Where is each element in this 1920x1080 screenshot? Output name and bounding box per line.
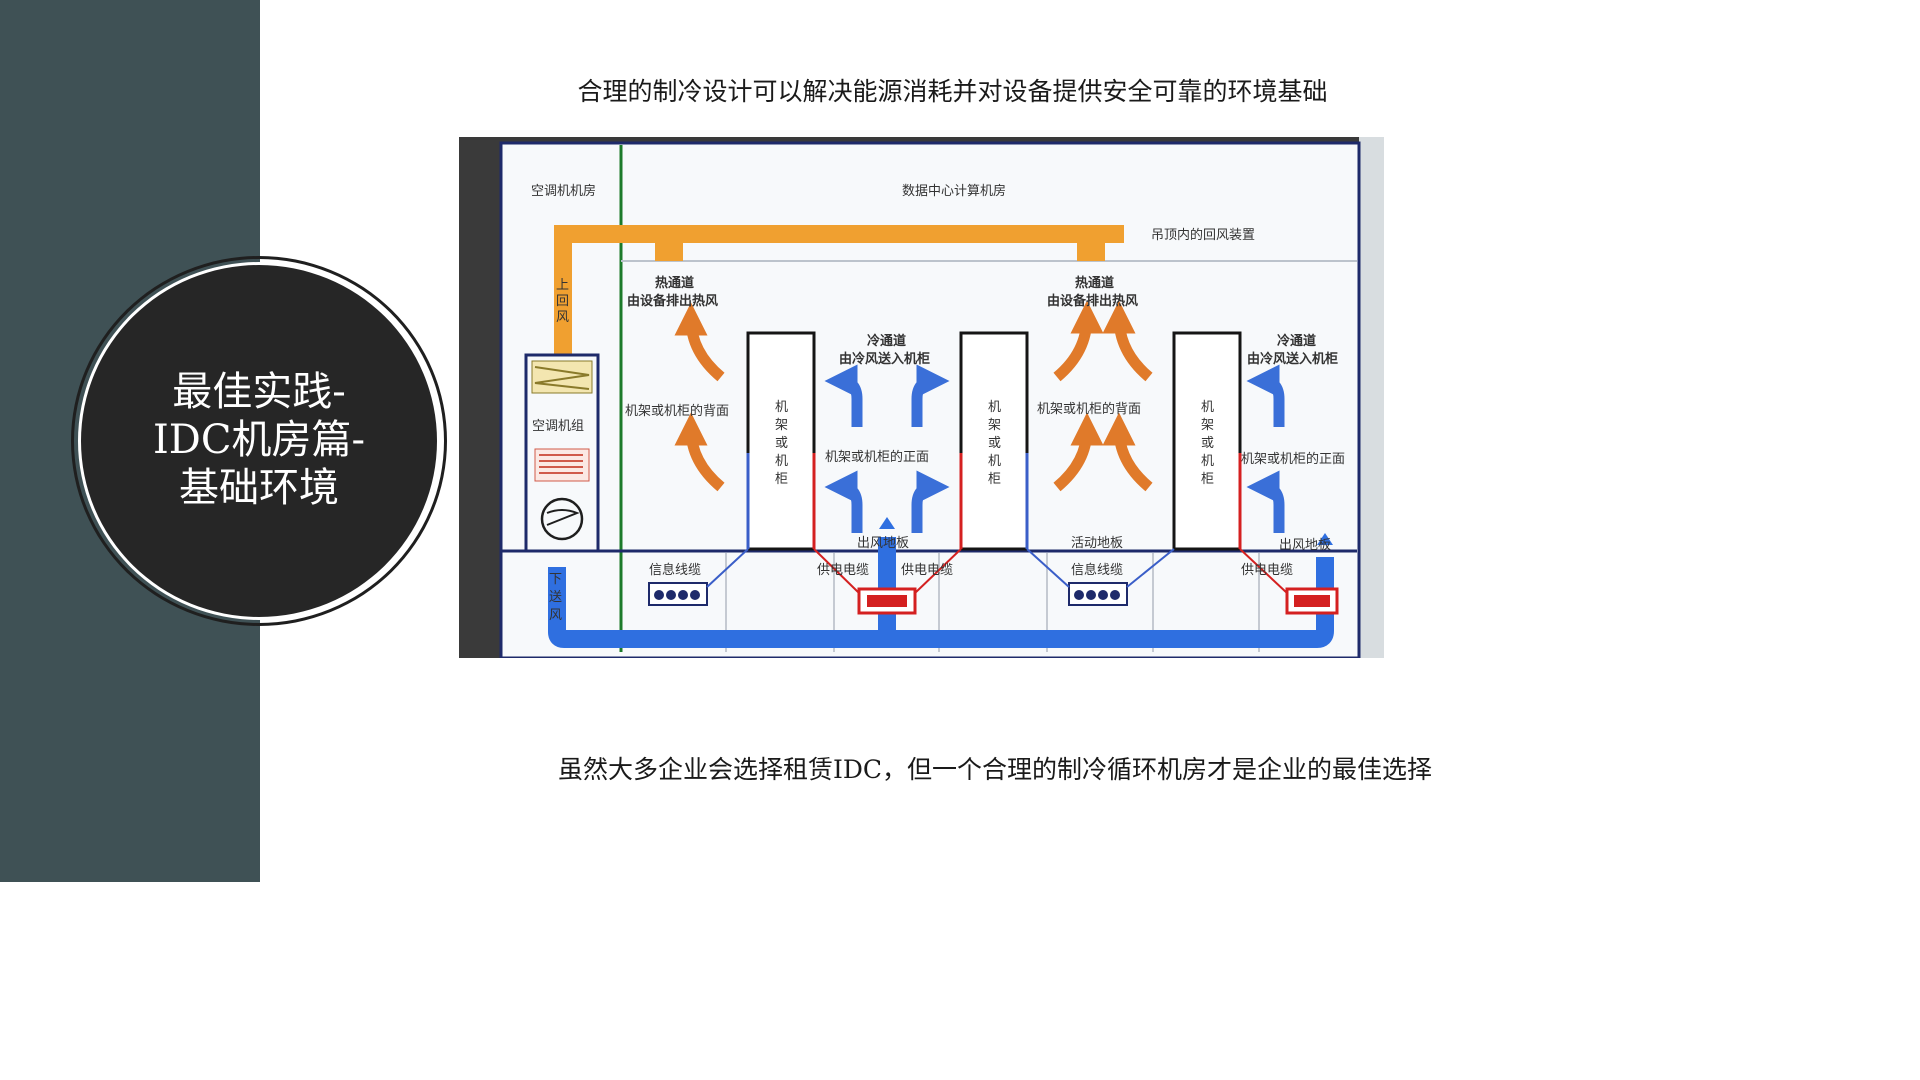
cold-arrow-3 bbox=[824, 470, 863, 533]
hot-arrow-5 bbox=[1053, 412, 1104, 492]
down-supply-duct bbox=[548, 557, 1334, 648]
label-dc-room: 数据中心计算机房 bbox=[902, 183, 1006, 199]
ceiling-return-duct bbox=[554, 225, 1124, 243]
return-vent-1 bbox=[655, 225, 683, 261]
label-outlet-floor-2: 出风地板 bbox=[1279, 538, 1331, 553]
rack-2 bbox=[959, 331, 1029, 551]
rack-3 bbox=[1172, 331, 1242, 551]
svg-text:机: 机 bbox=[775, 400, 788, 415]
slide-title-line-1: 最佳实践- bbox=[172, 369, 346, 415]
label-outlet-floor-1: 出风地板 bbox=[857, 536, 909, 551]
top-caption: 合理的制冷设计可以解决能源消耗并对设备提供安全可靠的环境基础 bbox=[577, 77, 1328, 106]
label-cold-aisle-title-2: 冷通道 bbox=[1277, 333, 1316, 349]
svg-text:架: 架 bbox=[988, 418, 1001, 433]
label-info-cable-1: 信息线缆 bbox=[649, 562, 701, 578]
hot-air-arrows bbox=[674, 300, 1153, 492]
cooling-diagram: 空调机机房 数据中心计算机房 吊顶内的回风装置 上 回 风 空调机组 下 送 风… bbox=[459, 137, 1384, 658]
cold-arrow-4 bbox=[911, 470, 950, 533]
bottom-caption: 虽然大多企业会选择租赁IDC，但一个合理的制冷循环机房才是企业的最佳选择 bbox=[557, 755, 1433, 784]
label-rack-front-1: 机架或机柜的正面 bbox=[825, 449, 929, 465]
svg-text:或: 或 bbox=[988, 436, 1001, 451]
svg-text:机: 机 bbox=[1201, 400, 1214, 415]
svg-text:机: 机 bbox=[988, 454, 1001, 469]
svg-text:架: 架 bbox=[775, 418, 788, 433]
slide-title-line-3: 基础环境 bbox=[179, 465, 339, 511]
cooling-diagram-svg: 空调机机房 数据中心计算机房 吊顶内的回风装置 上 回 风 空调机组 下 送 风… bbox=[459, 137, 1384, 658]
label-raised-floor: 活动地板 bbox=[1071, 536, 1123, 551]
photo-frame-right bbox=[1359, 137, 1384, 658]
hot-arrow-6 bbox=[1102, 412, 1153, 492]
ac-fan-icon bbox=[540, 497, 584, 541]
cold-arrow-1 bbox=[824, 364, 863, 427]
label-power-cable-3: 供电电缆 bbox=[1241, 562, 1293, 578]
ac-coil-icon bbox=[534, 448, 590, 482]
hot-arrow-1 bbox=[674, 302, 725, 382]
label-ac-unit: 空调机组 bbox=[532, 419, 584, 434]
svg-text:柜: 柜 bbox=[988, 472, 1001, 487]
label-down-supply-3: 风 bbox=[549, 608, 562, 623]
rack-1 bbox=[746, 331, 816, 551]
label-cold-aisle-desc-2: 由冷风送入机柜 bbox=[1247, 351, 1338, 367]
svg-text:柜: 柜 bbox=[775, 472, 788, 487]
label-hot-aisle-title-2: 热通道 bbox=[1075, 275, 1114, 291]
slide-title: 最佳实践- IDC机房篇- 基础环境 bbox=[78, 368, 440, 512]
cold-arrow-2 bbox=[911, 364, 950, 427]
label-ac-room: 空调机机房 bbox=[531, 183, 596, 199]
up-return-duct bbox=[554, 225, 572, 355]
hot-arrow-4 bbox=[1102, 300, 1153, 382]
label-up-return-1: 上 bbox=[556, 278, 569, 293]
hot-arrow-2 bbox=[674, 412, 725, 492]
label-cold-aisle-desc-1: 由冷风送入机柜 bbox=[839, 351, 930, 367]
cold-arrow-6 bbox=[1246, 470, 1285, 533]
cold-air-arrows bbox=[824, 364, 1285, 533]
label-info-cable-2: 信息线缆 bbox=[1071, 562, 1123, 578]
hot-arrow-3 bbox=[1053, 300, 1104, 382]
cold-arrow-5 bbox=[1246, 364, 1285, 427]
svg-text:机: 机 bbox=[775, 454, 788, 469]
svg-text:机: 机 bbox=[1201, 454, 1214, 469]
label-rack-back-1: 机架或机柜的背面 bbox=[625, 403, 729, 419]
svg-text:或: 或 bbox=[1201, 436, 1214, 451]
label-rack-front-2: 机架或机柜的正面 bbox=[1241, 451, 1345, 467]
label-hot-aisle-desc-1: 由设备排出热风 bbox=[627, 293, 718, 309]
svg-text:或: 或 bbox=[775, 436, 788, 451]
label-hot-aisle-desc-2: 由设备排出热风 bbox=[1047, 293, 1138, 309]
label-down-supply-1: 下 bbox=[549, 572, 562, 587]
label-ceiling-return: 吊顶内的回风装置 bbox=[1151, 227, 1255, 243]
info-cable-tray-1 bbox=[648, 582, 708, 606]
return-vent-2 bbox=[1077, 225, 1105, 261]
slide-title-line-2: IDC机房篇- bbox=[153, 417, 365, 463]
label-hot-aisle-title-1: 热通道 bbox=[655, 275, 694, 291]
label-cold-aisle-title-1: 冷通道 bbox=[867, 333, 906, 349]
rack-2-label: 机 架 或 机 柜 bbox=[988, 400, 1001, 487]
label-power-cable-1: 供电电缆 bbox=[817, 562, 869, 578]
label-up-return-3: 风 bbox=[556, 310, 569, 325]
rack-3-label: 机 架 或 机 柜 bbox=[1201, 400, 1214, 487]
label-down-supply-2: 送 bbox=[549, 590, 562, 605]
svg-text:架: 架 bbox=[1201, 418, 1214, 433]
label-up-return-2: 回 bbox=[556, 294, 569, 309]
label-power-cable-2: 供电电缆 bbox=[901, 562, 953, 578]
title-circle bbox=[78, 262, 440, 620]
label-rack-back-2: 机架或机柜的背面 bbox=[1037, 401, 1141, 417]
svg-text:机: 机 bbox=[988, 400, 1001, 415]
title-circle-ring bbox=[71, 256, 447, 626]
info-cable-tray-2 bbox=[1068, 582, 1128, 606]
rack-1-label: 机 架 或 机 柜 bbox=[775, 400, 788, 487]
svg-text:柜: 柜 bbox=[1201, 472, 1214, 487]
